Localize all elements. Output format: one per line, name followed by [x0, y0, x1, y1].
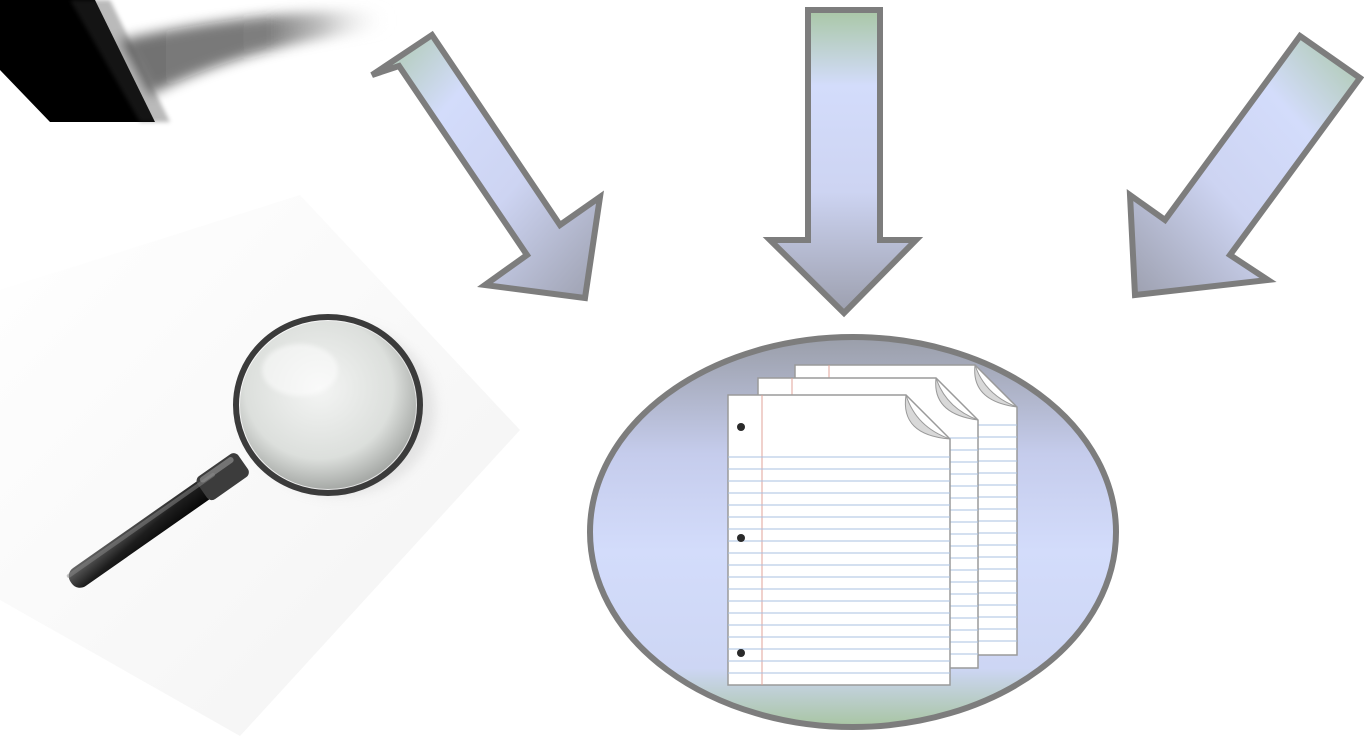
arrow-left	[372, 35, 600, 298]
binder-hole-bottom	[737, 649, 745, 657]
binder-hole-middle	[737, 534, 745, 542]
arrow-right	[1130, 36, 1360, 295]
pen-image	[0, 0, 390, 122]
document-hub	[590, 337, 1116, 727]
arrow-center	[770, 10, 916, 313]
magnifying-glass-image	[0, 195, 520, 736]
binder-hole-top	[737, 423, 745, 431]
stacked-lined-paper-icon	[728, 365, 1017, 685]
